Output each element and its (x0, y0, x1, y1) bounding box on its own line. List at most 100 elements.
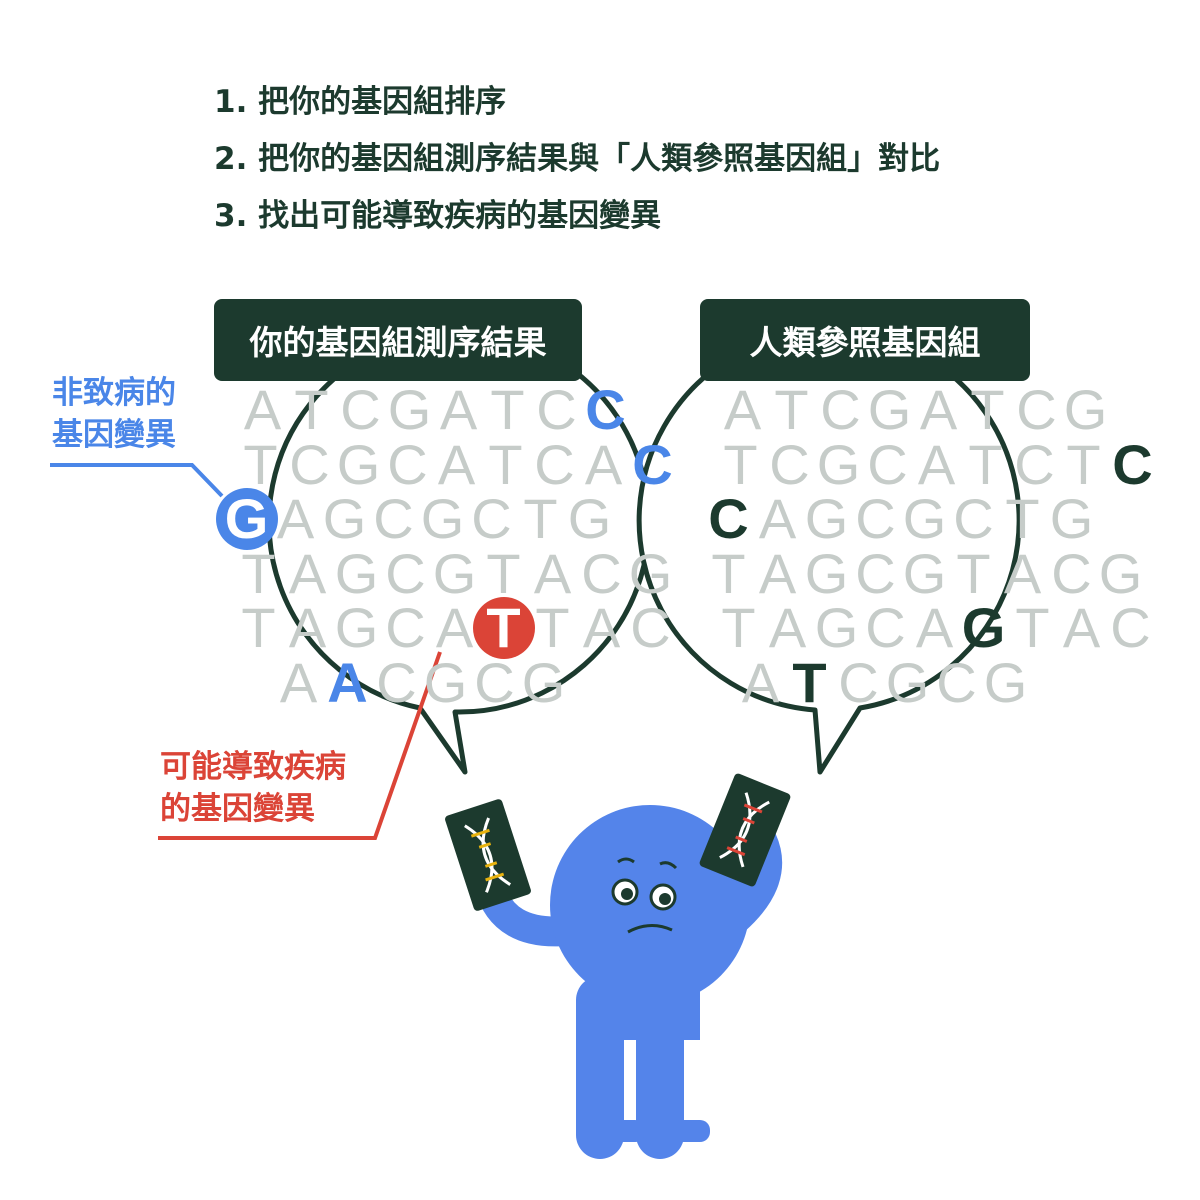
head (550, 805, 750, 1005)
right-base-letter: T (721, 596, 756, 659)
benign-variant-label: 非致病的 基因變異 (52, 375, 176, 453)
right-base-letter: A (741, 651, 780, 714)
left-base-letter: T (243, 433, 278, 496)
right-base-letter: C (855, 542, 896, 605)
left-base-letter: A (276, 487, 315, 550)
left-base-letter: G (420, 487, 465, 550)
step-1: 1. 把你的基因組排序 (214, 84, 507, 120)
right-base-letter: A (758, 487, 797, 550)
right-base-letter: T (970, 378, 1005, 441)
benign-pointer-line (50, 463, 224, 498)
left-base-letter: A (243, 378, 282, 441)
step-3: 3. 找出可能導致疾病的基因變異 (214, 198, 662, 234)
dna-card-left (445, 799, 531, 911)
left-base-letter: T (241, 542, 276, 605)
right-base-letter: C (865, 596, 906, 659)
right-base-letter: G (816, 433, 861, 496)
reference-genome-title: 人類參照基因組 (700, 299, 1030, 381)
right-base-letter: G (867, 378, 912, 441)
left-base-letter: C (536, 378, 577, 441)
left-base-letter: A (327, 651, 368, 714)
left-base-letter: C (534, 433, 575, 496)
left-base-letter: T (490, 378, 525, 441)
right-base-letter: C (708, 487, 749, 550)
right-base-letter: G (902, 487, 947, 550)
left-base-letter: T (488, 433, 523, 496)
right-base-letter: C (820, 378, 861, 441)
left-base-letter: C (289, 433, 330, 496)
left-base-letter: G (322, 487, 367, 550)
right-base-letter: T (1066, 433, 1101, 496)
right-base-letter: C (855, 487, 896, 550)
left-base-letter: G (423, 651, 468, 714)
right-base-letter: T (1015, 596, 1050, 659)
right-base-letter: G (1049, 487, 1094, 550)
left-base-letter: A (288, 596, 327, 659)
right-base-letter: A (1062, 596, 1101, 659)
left-base-letter: C (373, 487, 414, 550)
left-base-letter: C (632, 433, 673, 496)
left-base-letter: T (241, 596, 276, 659)
left-base-letter: A (279, 651, 318, 714)
left-base-letter: T (535, 596, 570, 659)
right-base-letter: A (915, 596, 954, 659)
right-base-letter: G (814, 596, 859, 659)
right-base-letter: T (792, 651, 827, 714)
right-base-letter: G (902, 542, 947, 605)
right-base-letter: C (1112, 433, 1153, 496)
left-base-letter: G (432, 542, 477, 605)
right-base-letter: A (917, 433, 956, 496)
pathogenic-pointer-line (158, 651, 442, 840)
right-base-letter: C (838, 651, 879, 714)
left-base-letter: G (219, 491, 274, 547)
pathogenic-variant-label: 可能導致疾病 的基因變異 (160, 749, 346, 827)
left-base-letter: C (385, 542, 426, 605)
left-base-letter: C (340, 378, 381, 441)
right-base-letter: G (804, 542, 849, 605)
dna-card-right (699, 773, 791, 887)
left-base-letter: G (387, 378, 432, 441)
right-base-letter: T (1005, 487, 1040, 550)
right-base-letter: A (723, 378, 762, 441)
left-base-letter: C (474, 651, 515, 714)
left-base-letter: A (584, 433, 623, 496)
your-sequence-title: 你的基因組測序結果 (214, 299, 582, 381)
left-base-letter: C (581, 542, 622, 605)
left-base-letter: C (387, 433, 428, 496)
left-base-letter: A (582, 596, 621, 659)
left-base-letter: A (439, 378, 478, 441)
right-base-letter: G (983, 651, 1028, 714)
left-base-letter: T (294, 378, 329, 441)
right-base-letter: G (804, 487, 849, 550)
right-base-letter: A (919, 378, 958, 441)
right-base-letter: C (1014, 433, 1055, 496)
left-base-letter: A (533, 542, 572, 605)
right-base-letter: T (711, 542, 746, 605)
left-base-letter: T (476, 600, 531, 656)
left-base-letter: C (471, 487, 512, 550)
right-base-letter: C (1016, 378, 1057, 441)
left-base-letter: C (385, 596, 426, 659)
right-base-letter: T (774, 378, 809, 441)
left-base-letter: G (628, 542, 673, 605)
left-base-letter: T (523, 487, 558, 550)
left-base-letter: G (521, 651, 566, 714)
right-base-letter: G (1098, 542, 1143, 605)
right-base-letter: C (1051, 542, 1092, 605)
left-base-letter: A (435, 596, 474, 659)
left-base-letter: C (630, 596, 671, 659)
right-base-letter: A (1003, 542, 1042, 605)
right-base-letter: G (885, 651, 930, 714)
right-base-letter: A (758, 542, 797, 605)
